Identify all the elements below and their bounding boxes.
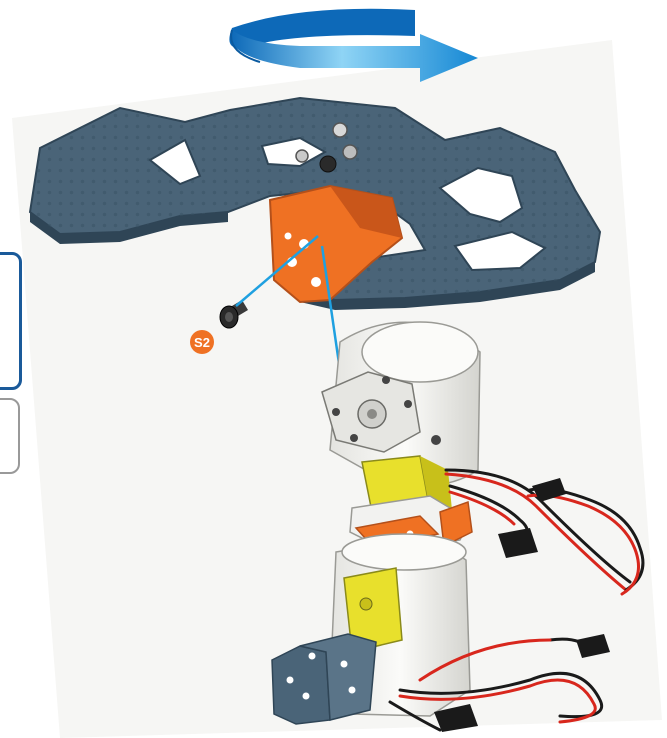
side-frame-active[interactable]: [0, 252, 22, 390]
rotation-arrow-icon: [229, 9, 478, 82]
side-frame[interactable]: [0, 398, 20, 474]
callout-s2: S2: [190, 330, 214, 354]
callout-s2-label: S2: [194, 335, 210, 350]
